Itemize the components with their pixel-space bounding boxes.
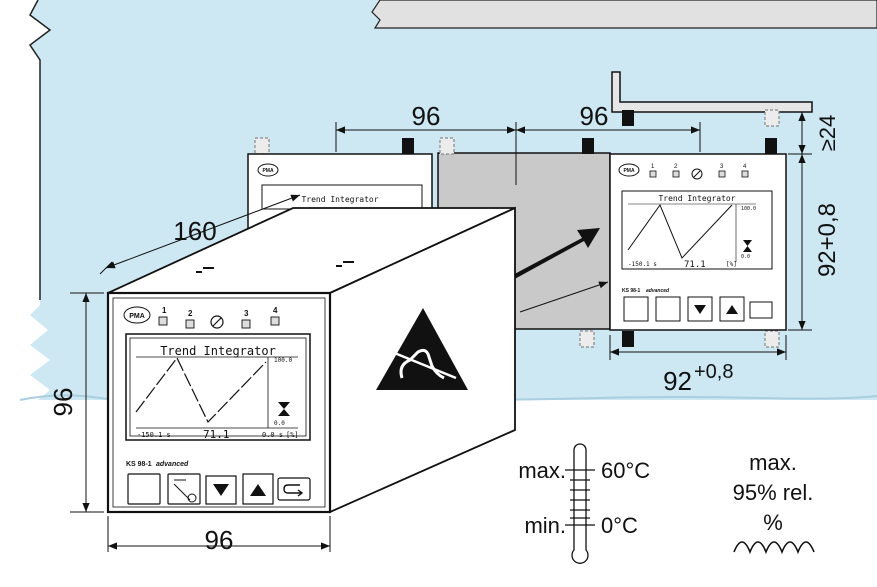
- svg-text:2: 2: [188, 309, 193, 318]
- min-label: min.: [524, 513, 566, 538]
- dim-clearance: ≥24: [815, 115, 840, 152]
- esd-warning-icon: [376, 308, 468, 390]
- svg-text:-150.1 s: -150.1 s: [628, 261, 657, 268]
- dimension-labels: 96 96 ≥24 92+0,8 92 +0,8 160 96 96: [48, 101, 841, 555]
- svg-text:100.0: 100.0: [741, 206, 756, 212]
- dim-cutout-height: 92+0,8: [814, 203, 841, 277]
- svg-text:1: 1: [162, 306, 167, 315]
- svg-text:Trend Integrator: Trend Integrator: [658, 194, 735, 203]
- dim-front-height: 96: [48, 388, 78, 417]
- svg-text:PMA: PMA: [262, 168, 274, 174]
- svg-text:3: 3: [244, 309, 249, 318]
- svg-text:advanced: advanced: [646, 288, 670, 294]
- dim-cutout-width: 92: [663, 366, 692, 396]
- svg-text:0.0: 0.0: [274, 420, 285, 427]
- thermometer-icon: [565, 443, 595, 564]
- svg-text:0.0 s: 0.0 s: [262, 431, 283, 439]
- wall-broken-edge: [28, 0, 52, 300]
- svg-text:PMA: PMA: [623, 168, 635, 174]
- svg-text:1: 1: [651, 164, 655, 170]
- top-surface: [371, 0, 877, 29]
- dim-spacing-left: 96: [412, 101, 441, 131]
- svg-text:KS 98-1: KS 98-1: [126, 461, 152, 468]
- max-label: max.: [518, 458, 566, 483]
- device-right: PMA 1 2 3 4 Trend Integrator 100.0 0.0 -…: [609, 153, 787, 331]
- svg-text:KS 98-1: KS 98-1: [622, 288, 641, 294]
- dimension-lines: [70, 111, 812, 552]
- humidity-icon: [733, 541, 815, 555]
- svg-text:4: 4: [273, 306, 278, 315]
- device-main: PMA 1 2 3 4 Trend Integrator 100.0 0.0 -…: [106, 206, 516, 514]
- min-temperature: 0°C: [601, 513, 638, 538]
- mounting-bracket: [611, 71, 813, 113]
- svg-text:71.1: 71.1: [684, 260, 706, 270]
- svg-text:advanced: advanced: [156, 461, 189, 468]
- svg-text:71.1: 71.1: [203, 428, 230, 441]
- svg-text:Trend Integrator: Trend Integrator: [160, 344, 276, 358]
- humidity-value: 95% rel.: [733, 480, 814, 505]
- max-temperature: 60°C: [601, 458, 650, 483]
- svg-text:-150.1 s: -150.1 s: [137, 431, 171, 439]
- dim-spacing-right: 96: [580, 101, 609, 131]
- svg-text:2: 2: [674, 164, 678, 170]
- svg-text:[%]: [%]: [726, 261, 737, 268]
- svg-text:0.0: 0.0: [741, 254, 750, 260]
- dim-front-width: 96: [205, 525, 234, 555]
- svg-text:100.0: 100.0: [274, 357, 292, 364]
- svg-text:PMA: PMA: [129, 313, 145, 320]
- environment-conditions: max. 60°C min. 0°C max. 95% rel. %: [518, 443, 815, 564]
- svg-text:4: 4: [743, 164, 747, 170]
- svg-text:[%]: [%]: [286, 431, 299, 439]
- humidity-symbol: %: [763, 510, 783, 535]
- dim-depth: 160: [173, 216, 216, 246]
- dim-cutout-tolerance: +0,8: [694, 361, 733, 383]
- svg-text:Trend Integrator: Trend Integrator: [301, 195, 378, 204]
- svg-text:3: 3: [720, 164, 724, 170]
- mounting-clips: [402, 110, 777, 347]
- humidity-max-label: max.: [749, 450, 797, 475]
